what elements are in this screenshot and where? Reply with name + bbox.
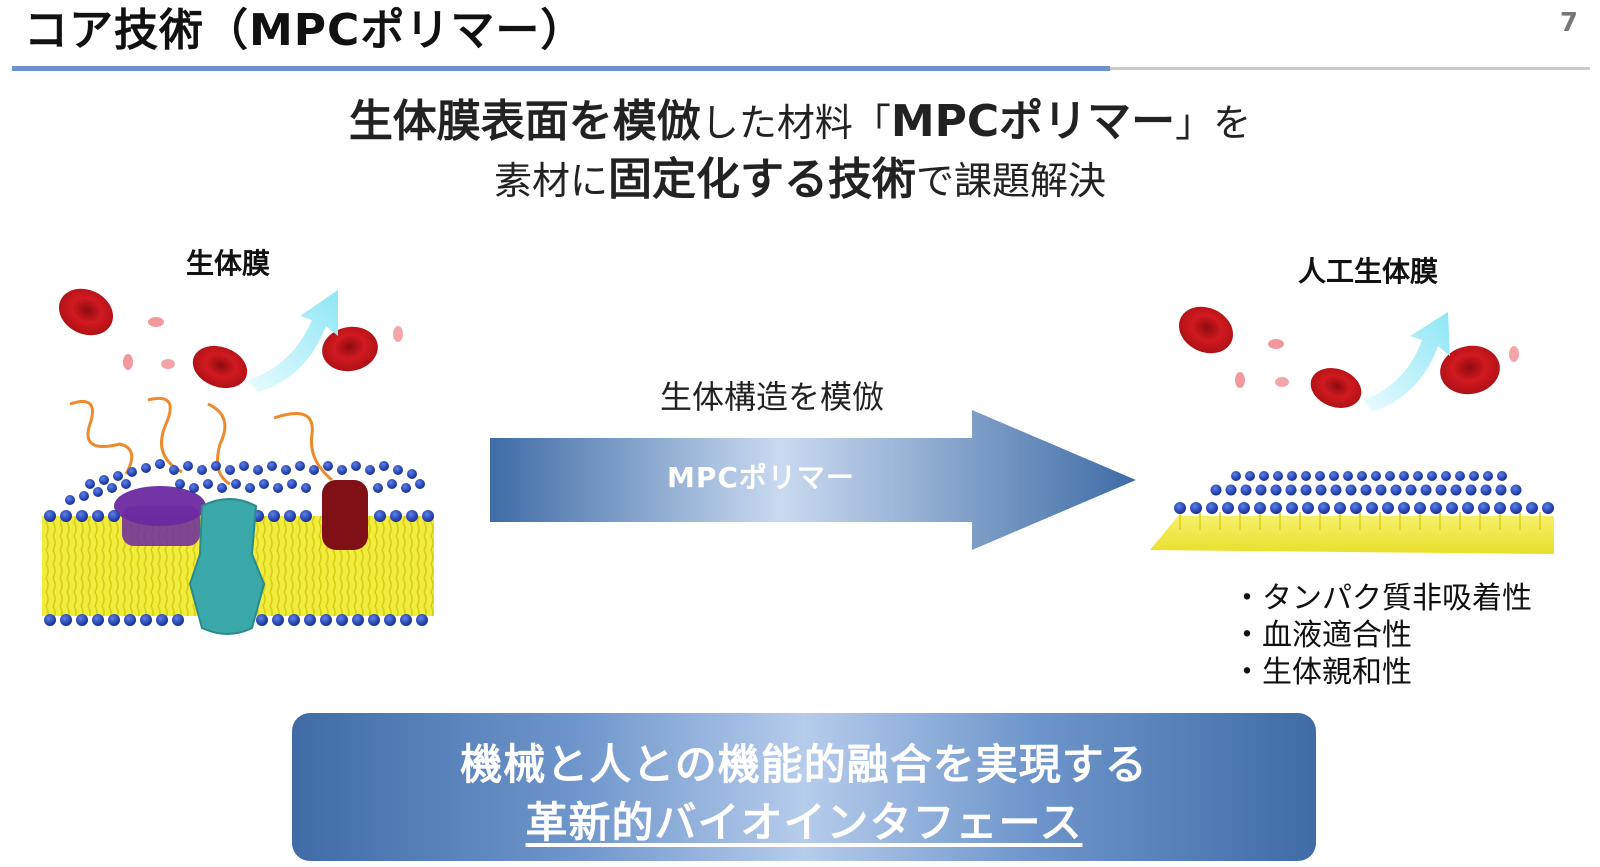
artificial-membrane-label: 人工生体膜 (1298, 255, 1439, 288)
headline-emphasis-fix: 固定化する技術 (608, 154, 916, 205)
headline-text: 」を (1175, 101, 1252, 145)
banner-line-2: 革新的バイオインタフェース (525, 798, 1083, 847)
property-item: ・タンパク質非吸着性 (1232, 581, 1532, 616)
lower-headgroups (44, 614, 428, 626)
banner-line-1: 機械と人との機能的融合を実現する (460, 740, 1148, 789)
bio-membrane-label: 生体膜 (186, 247, 271, 280)
membrane-properties-list: ・タンパク質非吸着性 ・血液適合性 ・生体親和性 (1232, 580, 1532, 691)
mpc-polymer-arrow (490, 410, 1136, 550)
substrate (1150, 516, 1554, 554)
headline-emphasis-mpc: MPCポリマー (890, 96, 1176, 147)
property-item: ・血液適合性 (1232, 618, 1412, 653)
title-underline (12, 66, 1590, 71)
artificial-membrane-illustration (1150, 306, 1554, 554)
red-protein (322, 480, 368, 550)
flow-arrow-icon (248, 290, 338, 392)
page-number: 7 (1559, 8, 1578, 38)
slide-title: コア技術（MPCポリマー） (24, 5, 586, 56)
headline-line-1: 生体膜表面を模倣した材料「MPCポリマー」を (0, 96, 1600, 149)
mimic-caption: 生体構造を模倣 (660, 378, 885, 416)
mpc-headgroups (1174, 471, 1554, 514)
headline-text: した材料「 (700, 101, 891, 145)
headline-text: で課題解決 (916, 159, 1107, 203)
flow-arrow-icon (1364, 312, 1450, 412)
glycan-chains (69, 397, 333, 486)
property-item: ・生体親和性 (1232, 655, 1412, 690)
headline-line-2: 素材に固定化する技術で課題解決 (0, 154, 1600, 207)
polymer-chains (1179, 512, 1541, 530)
bio-membrane-illustration (42, 288, 434, 635)
headline-emphasis-mimic: 生体膜表面を模倣 (348, 96, 701, 147)
blood-cells (58, 288, 403, 389)
headline-text: 素材に (493, 159, 608, 203)
arrow-label: MPCポリマー (667, 461, 855, 494)
teal-channel-protein (188, 498, 266, 635)
conclusion-banner: 機械と人との機能的融合を実現する 革新的バイオインタフェース (292, 713, 1316, 861)
blood-cells (1178, 306, 1519, 408)
